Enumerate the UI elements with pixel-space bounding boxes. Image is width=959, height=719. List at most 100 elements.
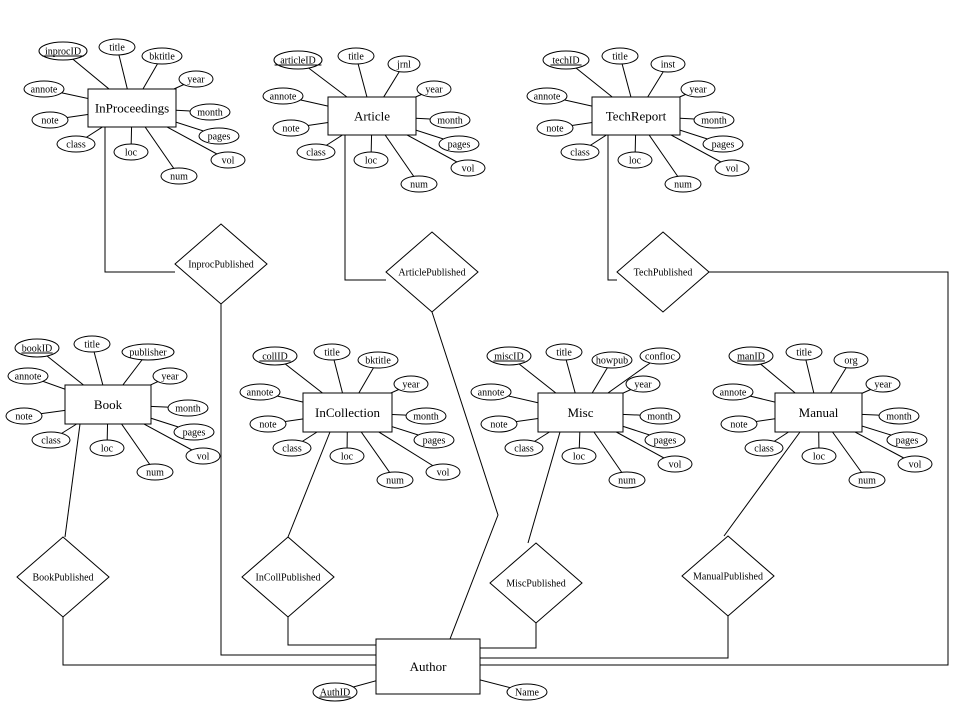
attribute-oval: [450, 159, 486, 177]
relationship-articlepublished: ArticlePublished: [385, 231, 479, 313]
entity-box: [375, 638, 481, 695]
attribute-label: year: [187, 75, 205, 86]
attribute-oval: [210, 151, 246, 169]
attribute-label: vol: [197, 452, 210, 463]
attribute-label: num: [674, 180, 692, 191]
connector-bookpublished-to-author: [62, 617, 376, 666]
attribute-misc-num: num: [608, 471, 646, 489]
attribute-label: AuthID: [320, 688, 351, 699]
attribute-label: num: [146, 468, 164, 479]
relationship-diamond: [241, 536, 335, 618]
attribute-article-jrnl: jrnl: [387, 55, 421, 73]
connector-miscpublished-to-author: [480, 623, 537, 649]
attribute-incollection-num: num: [376, 471, 414, 489]
attribute-oval: [644, 431, 686, 449]
attribute-label: pages: [712, 140, 735, 151]
attribute-misc-vol: vol: [657, 455, 693, 473]
attribute-oval: [712, 383, 754, 401]
attribute-misc-month: month: [639, 407, 681, 425]
attribute-label: month: [437, 116, 463, 127]
attribute-book-class: class: [31, 431, 71, 449]
attribute-oval: [353, 151, 389, 169]
attribute-inproceedings-class: class: [56, 135, 96, 153]
attribute-oval: [744, 439, 784, 457]
attribute-book-publisher: publisher: [121, 343, 175, 361]
entity-label: InProceedings: [95, 101, 169, 116]
relationship-incollpublished: InCollPublished: [241, 536, 335, 618]
entity-techreport: TechReport: [591, 96, 681, 136]
attribute-incollection-annote: annote: [239, 383, 281, 401]
connector-articlepublished-to-author: [431, 311, 499, 640]
attribute-techreport-note: note: [536, 119, 574, 137]
attribute-oval: [89, 439, 125, 457]
attribute-label: inst: [661, 60, 676, 71]
entity-article: Article: [327, 96, 417, 136]
relationship-diamond: [16, 536, 110, 618]
attribute-label: note: [282, 124, 300, 135]
attribute-label: class: [282, 444, 302, 455]
attribute-oval: [239, 383, 281, 401]
attribute-label: class: [41, 436, 61, 447]
attribute-label: year: [689, 85, 707, 96]
entity-manual: Manual: [774, 392, 863, 433]
relationship-diamond: [489, 542, 583, 624]
attribute-techreport-loc: loc: [617, 151, 653, 169]
attribute-book-note: note: [5, 407, 43, 425]
attribute-label: title: [324, 348, 340, 359]
attribute-oval: [121, 343, 175, 361]
attribute-book-num: num: [136, 463, 174, 481]
attribute-article-year: year: [416, 80, 452, 98]
entity-box: [774, 392, 863, 433]
attribute-article-pages: pages: [438, 135, 480, 153]
attribute-manual-pages: pages: [886, 431, 928, 449]
attribute-oval: [56, 135, 96, 153]
attribute-oval: [337, 47, 375, 65]
attribute-label: month: [197, 108, 223, 119]
attribute-label: loc: [365, 156, 378, 167]
attribute-manual-num: num: [848, 471, 886, 489]
attribute-label: note: [546, 124, 564, 135]
attribute-incollection-loc: loc: [329, 447, 365, 465]
attribute-oval: [650, 55, 686, 73]
attribute-label: publisher: [129, 348, 167, 359]
attribute-article-class: class: [296, 143, 336, 161]
attribute-book-bookid: bookID: [14, 338, 60, 358]
attribute-oval: [405, 407, 447, 425]
relationship-techpublished: TechPublished: [616, 231, 710, 313]
attribute-incollection-month: month: [405, 407, 447, 425]
attribute-manual-annote: annote: [712, 383, 754, 401]
attribute-label: num: [858, 476, 876, 487]
attribute-label: annote: [720, 388, 747, 399]
attribute-misc-pages: pages: [644, 431, 686, 449]
attribute-incollection-vol: vol: [425, 463, 461, 481]
attribute-label: year: [634, 380, 652, 391]
attribute-manual-title: title: [785, 343, 823, 361]
attribute-oval: [313, 343, 351, 361]
attribute-label: year: [425, 85, 443, 96]
attribute-label: annote: [31, 85, 58, 96]
connector-bookpublished-to-book: [64, 423, 81, 538]
attribute-techreport-inst: inst: [650, 55, 686, 73]
attribute-article-num: num: [400, 175, 438, 193]
attribute-inproceedings-pages: pages: [198, 127, 240, 145]
attribute-label: collID: [262, 352, 288, 363]
entity-label: Article: [354, 109, 390, 124]
attribute-oval: [152, 367, 188, 385]
attribute-label: num: [618, 476, 636, 487]
attribute-label: note: [41, 116, 59, 127]
relationship-label: MiscPublished: [506, 579, 565, 590]
attribute-manual-manid: manID: [728, 346, 774, 366]
attribute-label: title: [556, 348, 572, 359]
attribute-oval: [657, 455, 693, 473]
attribute-oval: [560, 143, 600, 161]
attribute-author-name: Name: [506, 683, 548, 701]
relationship-label: InCollPublished: [255, 573, 320, 584]
attribute-techreport-pages: pages: [702, 135, 744, 153]
attribute-oval: [73, 335, 111, 353]
attribute-article-vol: vol: [450, 159, 486, 177]
attribute-label: jrnl: [396, 60, 411, 71]
attribute-oval: [393, 375, 429, 393]
